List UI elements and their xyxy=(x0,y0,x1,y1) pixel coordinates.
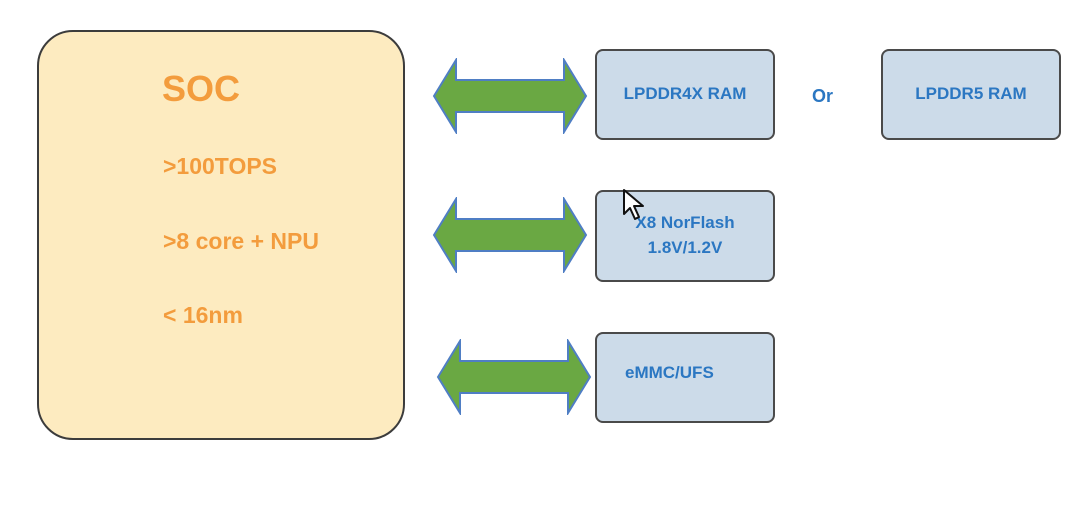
soc-spec-cores: >8 core + NPU xyxy=(163,228,319,254)
soc-spec-tops: >100TOPS xyxy=(163,153,278,179)
norflash-voltage-label: 1.8V/1.2V xyxy=(647,238,723,257)
storage-link-arrow-icon xyxy=(436,339,592,415)
lpddr4x-ram-label: LPDDR4X RAM xyxy=(623,84,747,104)
lpddr4x-ram-block: LPDDR4X RAM xyxy=(595,49,775,140)
soc-spec-process: < 16nm xyxy=(163,302,243,328)
norflash-type-label: X8 NorFlash xyxy=(635,213,735,233)
soc-title: SOC xyxy=(162,68,241,109)
emmc-ufs-label: eMMC/UFS xyxy=(625,363,714,383)
emmc-ufs-block: eMMC/UFS xyxy=(595,332,775,423)
lpddr5-ram-block: LPDDR5 RAM xyxy=(881,49,1061,140)
lpddr5-ram-label: LPDDR5 RAM xyxy=(915,84,1027,104)
mouse-pointer-icon xyxy=(623,189,644,220)
or-label: Or xyxy=(812,86,834,106)
norflash-link-arrow-icon xyxy=(432,197,588,273)
soc-block: SOC >100TOPS >8 core + NPU < 16nm xyxy=(37,30,405,440)
ram-link-arrow-icon xyxy=(432,58,588,134)
norflash-block: X8 NorFlash 1.8V/1.2V xyxy=(595,190,775,282)
